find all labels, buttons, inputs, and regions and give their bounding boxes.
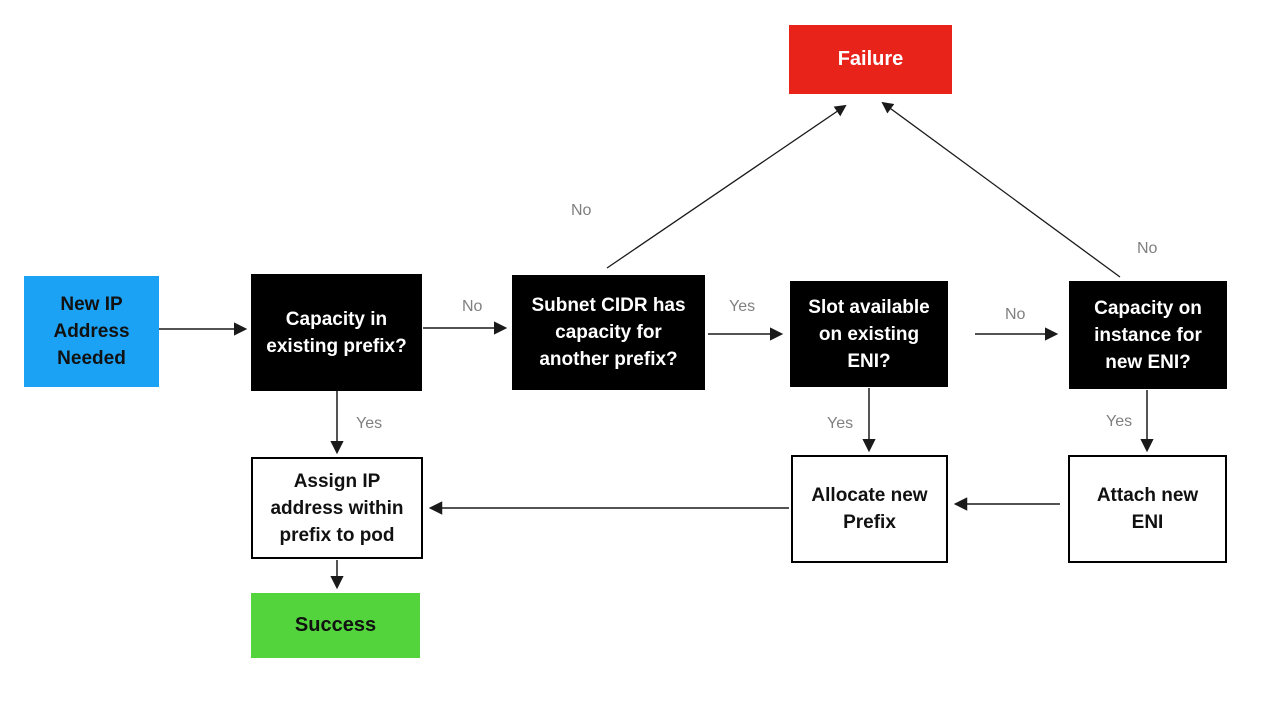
edge-label-yes: Yes [827, 415, 854, 432]
edge-label-no: No [462, 298, 483, 315]
edge-label-yes: Yes [729, 298, 756, 315]
node-success: Success [251, 593, 420, 658]
arrow-subnet-cidr-to-failure [606, 104, 847, 269]
edge-label-yes: Yes [356, 415, 383, 432]
node-allocate-new-prefix: Allocate new Prefix [791, 455, 948, 563]
node-assign-ip-to-pod: Assign IP address within prefix to pod [251, 457, 423, 559]
node-subnet-cidr-capacity: Subnet CIDR has capacity for another pre… [512, 275, 705, 390]
node-failure: Failure [789, 25, 952, 94]
arrow-capacity-instance-to-failure [881, 101, 1121, 278]
edge-label-no: No [1137, 240, 1158, 257]
edge-label-yes: Yes [1106, 413, 1133, 430]
node-capacity-instance-new-eni: Capacity on instance for new ENI? [1069, 281, 1227, 389]
edge-label-no: No [571, 202, 592, 219]
node-attach-new-eni: Attach new ENI [1068, 455, 1227, 563]
node-capacity-in-existing-prefix: Capacity in existing prefix? [251, 274, 422, 391]
node-new-ip-needed: New IP Address Needed [24, 276, 159, 387]
edge-label-no: No [1005, 306, 1026, 323]
node-slot-available-existing-eni: Slot available on existing ENI? [790, 281, 948, 387]
